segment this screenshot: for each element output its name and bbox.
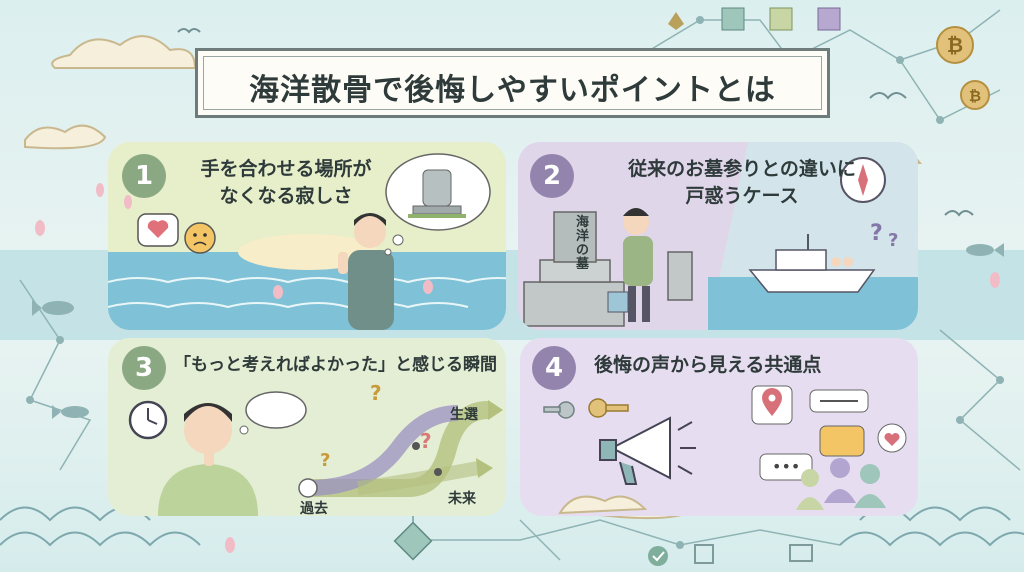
question-icon: ? ? ?: [320, 381, 432, 471]
cube-icons: [721, 7, 841, 31]
location-pin-icon: [751, 385, 793, 425]
grave: [523, 211, 693, 327]
card-1-number: 1: [122, 154, 166, 198]
people-icon: [796, 458, 886, 510]
svg-text:₿: ₿: [969, 87, 981, 105]
fish-icon: [32, 243, 1004, 419]
timeline-future-label: 未来: [448, 491, 476, 507]
clock-icon: [128, 400, 168, 440]
grave-inscription: 海洋の墓: [576, 215, 590, 272]
timeline-past-label: 過去: [300, 501, 328, 516]
card-3-title: 「もっと考えればよかった」と感じる瞬間: [174, 355, 497, 375]
card-4: ••• 4 後悔の声から見える共通点: [520, 338, 918, 516]
status-icons: [648, 544, 813, 566]
praying-person: [338, 213, 394, 330]
chat-bubble-icon: •••: [759, 389, 907, 481]
card-2-illustration: ? ?: [523, 142, 918, 330]
svg-text:•••: •••: [772, 457, 800, 476]
ethereum-icon: [668, 12, 684, 30]
card-2-title: 従来のお墓参りとの違いに 戸惑うケース: [592, 156, 892, 210]
card-1: 1 手を合わせる場所が なくなる寂しさ: [108, 142, 506, 330]
card-3-number: 3: [122, 346, 166, 390]
petal-decor: [35, 183, 1000, 553]
svg-text:₿: ₿: [947, 33, 963, 57]
heart-bubble-icon: [137, 213, 179, 247]
card-2-number: 2: [530, 154, 574, 198]
cleaning-person: [607, 208, 653, 322]
svg-text:?: ?: [870, 221, 883, 246]
card-4-illustration: •••: [543, 385, 907, 515]
card-1-line1: 手を合わせる場所が: [200, 158, 372, 180]
card-2-line1: 従来のお墓参りとの違いに: [628, 158, 856, 180]
svg-text:?: ?: [888, 230, 898, 251]
card-4-number: 4: [532, 346, 576, 390]
timeline-paths: [298, 400, 503, 498]
key-icon: [543, 398, 629, 419]
card-2-line2: 戸惑うケース: [685, 185, 799, 207]
title-banner: 海洋散骨で後悔しやすいポイントとは: [195, 48, 830, 118]
sad-face-icon: [184, 222, 216, 254]
card-1-line2: なくなる寂しさ: [219, 185, 353, 207]
card-2: ? ? 海洋の墓 2 従来のお墓参りとの違いに 戸惑うケース: [518, 142, 918, 330]
compass-icon: [840, 157, 886, 203]
card-3: ? ? ? 3 「もっと考えればよかった」と感じる瞬間 過去 未来 生選: [108, 338, 506, 516]
card-1-illustration: [108, 153, 506, 330]
timeline-alt-label: 生選: [450, 407, 478, 423]
boat: [748, 234, 876, 293]
cloud-icon: [558, 495, 648, 515]
svg-text:?: ?: [370, 381, 382, 405]
card-3-illustration: ? ? ?: [128, 381, 503, 516]
bird-icon: [177, 28, 974, 217]
card-4-title: 後悔の声から見える共通点: [594, 354, 822, 376]
card-1-title: 手を合わせる場所が なくなる寂しさ: [186, 156, 386, 210]
megaphone-icon: [599, 416, 696, 485]
thought-cloud: [239, 391, 307, 435]
page-title: 海洋散骨で後悔しやすいポイントとは: [249, 73, 776, 108]
question-icon: ? ?: [870, 221, 898, 251]
svg-text:?: ?: [420, 429, 432, 453]
bitcoin-icon: ₿ ₿: [936, 26, 990, 110]
gravestone-thought-icon: [384, 153, 491, 256]
svg-text:?: ?: [320, 450, 330, 471]
thinking-person: [158, 403, 258, 516]
